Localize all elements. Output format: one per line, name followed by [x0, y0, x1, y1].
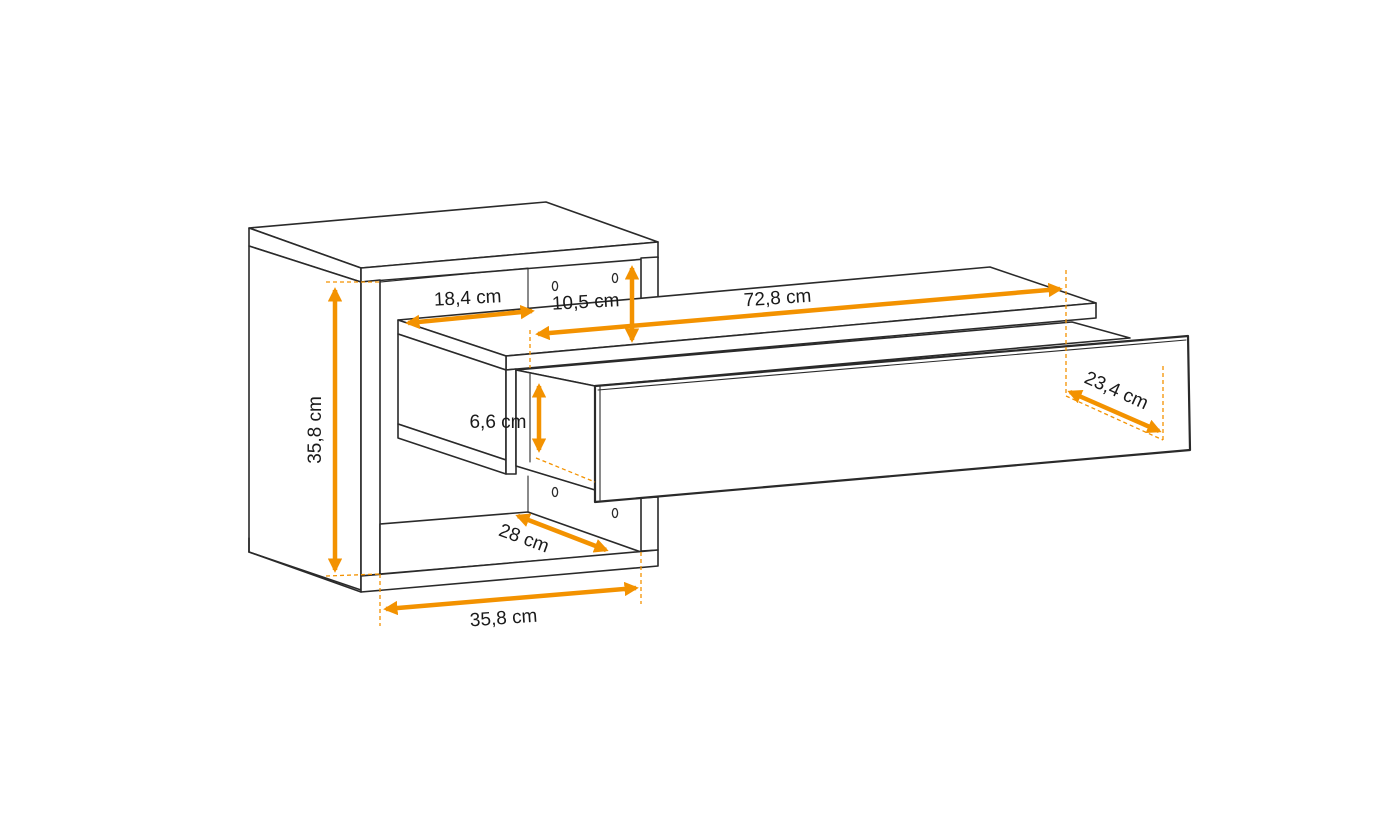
label-drawer-length: 72,8 cm [743, 286, 812, 312]
label-drawer-height: 6,6 cm [469, 412, 526, 433]
shelf-hole [551, 280, 559, 292]
label-compartment-height: 10,5 cm [551, 290, 620, 315]
label-cabinet-width: 35,8 cm [469, 606, 538, 632]
label-cabinet-height: 35,8 cm [305, 396, 326, 464]
cabinet-bottom-front-edge [360, 549, 659, 593]
drawer-housing-front-frame [505, 368, 517, 475]
shelf-hole [611, 507, 619, 519]
arrow-drawer-depth [1067, 389, 1162, 434]
cabinet-left-front-edge [360, 279, 381, 577]
dimension-arrows [327, 265, 1162, 616]
drawer-box-left-wall [515, 369, 596, 491]
arrow-cabinet-depth [515, 513, 609, 553]
arrow-inner-shelf-width [405, 304, 535, 330]
arrow-drawer-length [535, 282, 1063, 341]
shelf-hole [551, 486, 559, 498]
label-inner-shelf-width: 18,4 cm [433, 286, 502, 311]
shelf-hole [611, 272, 619, 284]
arrow-cabinet-width [383, 581, 639, 616]
cabinet-right-front-edge-lower [640, 496, 659, 552]
drawer-front [593, 334, 1192, 504]
